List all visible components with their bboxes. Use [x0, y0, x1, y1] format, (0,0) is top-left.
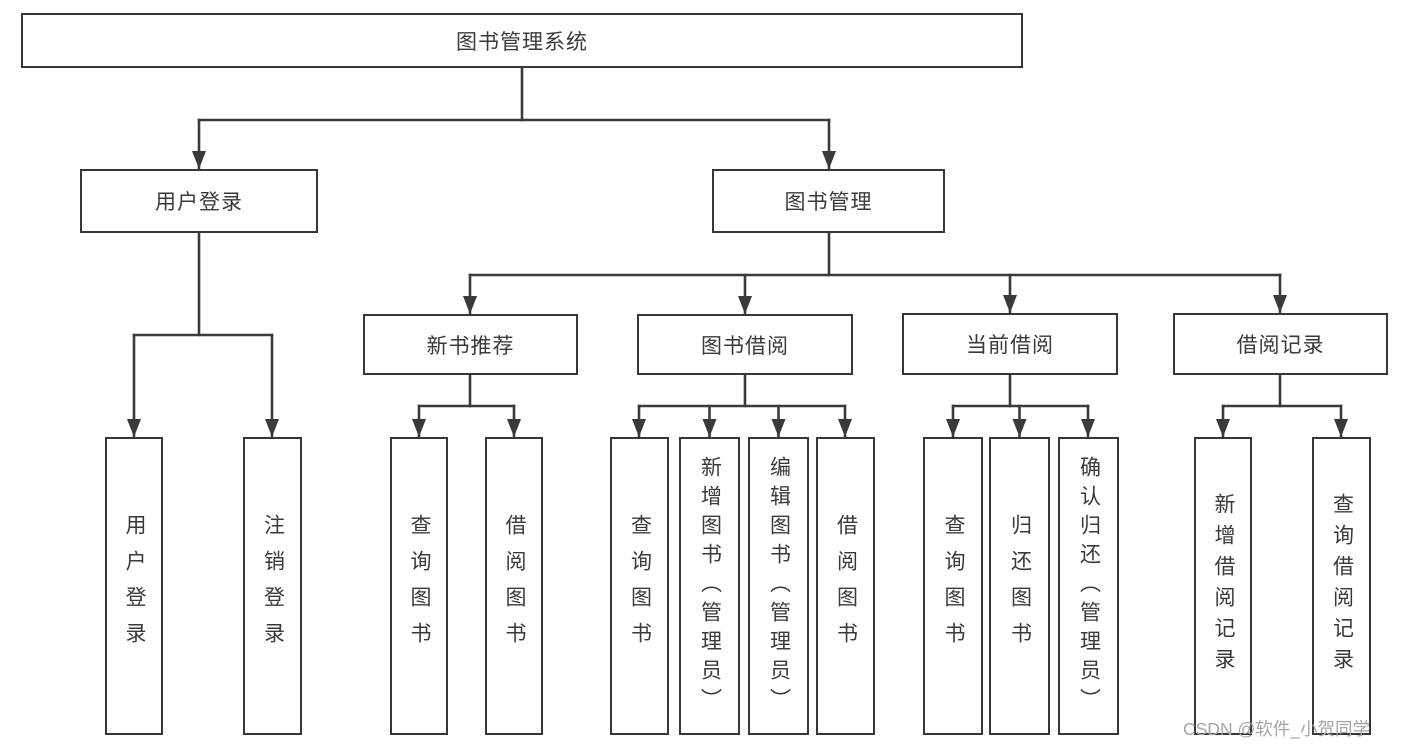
leaf-query-books-borrowing-label: 查询图书	[628, 514, 652, 658]
leaf-edit-books-admin-label: 编辑图书（管理员）	[767, 455, 791, 717]
leaf-borrow-books-recommend: 借阅图书	[485, 437, 543, 735]
leaf-query-books-recommend-label: 查询图书	[408, 514, 431, 658]
leaf-query-books-borrowing: 查询图书	[610, 437, 669, 735]
leaf-return-books-label: 归还图书	[1008, 514, 1032, 658]
leaf-add-borrow-record-label: 新增借阅记录	[1212, 493, 1235, 679]
leaf-logout-label: 注销登录	[261, 514, 285, 658]
node-book-management-label: 图书管理	[784, 191, 873, 214]
node-user-login: 用户登录	[80, 169, 318, 233]
leaf-query-books-recommend: 查询图书	[390, 437, 448, 735]
node-borrowing-records: 借阅记录	[1173, 313, 1388, 375]
leaf-logout: 注销登录	[243, 437, 302, 735]
node-new-book-recommendation-label: 新书推荐	[426, 334, 515, 358]
node-library-management-system-label: 图书管理系统	[456, 30, 588, 54]
node-book-borrowing: 图书借阅	[637, 314, 853, 375]
leaf-confirm-return-admin: 确认归还（管理员）	[1058, 437, 1119, 735]
leaf-query-borrow-record: 查询借阅记录	[1312, 437, 1371, 735]
node-book-management: 图书管理	[712, 169, 945, 233]
leaf-add-books-admin: 新增图书（管理员）	[679, 437, 740, 735]
leaf-user-login: 用户登录	[105, 437, 163, 735]
leaf-edit-books-admin: 编辑图书（管理员）	[748, 437, 809, 735]
leaf-add-books-admin-label: 新增图书（管理员）	[698, 455, 722, 717]
node-book-borrowing-label: 图书借阅	[701, 334, 789, 358]
watermark: CSDN @软件_小贺同学	[1183, 719, 1370, 739]
node-new-book-recommendation: 新书推荐	[363, 314, 578, 375]
leaf-borrow-books-recommend-label: 借阅图书	[503, 514, 526, 658]
leaf-confirm-return-admin-label: 确认归还（管理员）	[1077, 455, 1101, 717]
leaf-add-borrow-record: 新增借阅记录	[1194, 437, 1252, 735]
leaf-query-books-current: 查询图书	[923, 437, 983, 735]
leaf-borrow-books-label: 借阅图书	[834, 514, 858, 658]
leaf-query-borrow-record-label: 查询借阅记录	[1330, 493, 1354, 679]
node-user-login-label: 用户登录	[155, 191, 243, 214]
node-current-borrowing-label: 当前借阅	[966, 334, 1054, 357]
node-current-borrowing: 当前借阅	[902, 313, 1118, 375]
leaf-return-books: 归还图书	[989, 437, 1050, 735]
node-borrowing-records-label: 借阅记录	[1236, 334, 1325, 357]
leaf-user-login-label: 用户登录	[123, 514, 146, 658]
leaf-borrow-books: 借阅图书	[816, 437, 875, 735]
leaf-query-books-current-label: 查询图书	[942, 514, 965, 658]
node-library-management-system: 图书管理系统	[21, 13, 1023, 68]
